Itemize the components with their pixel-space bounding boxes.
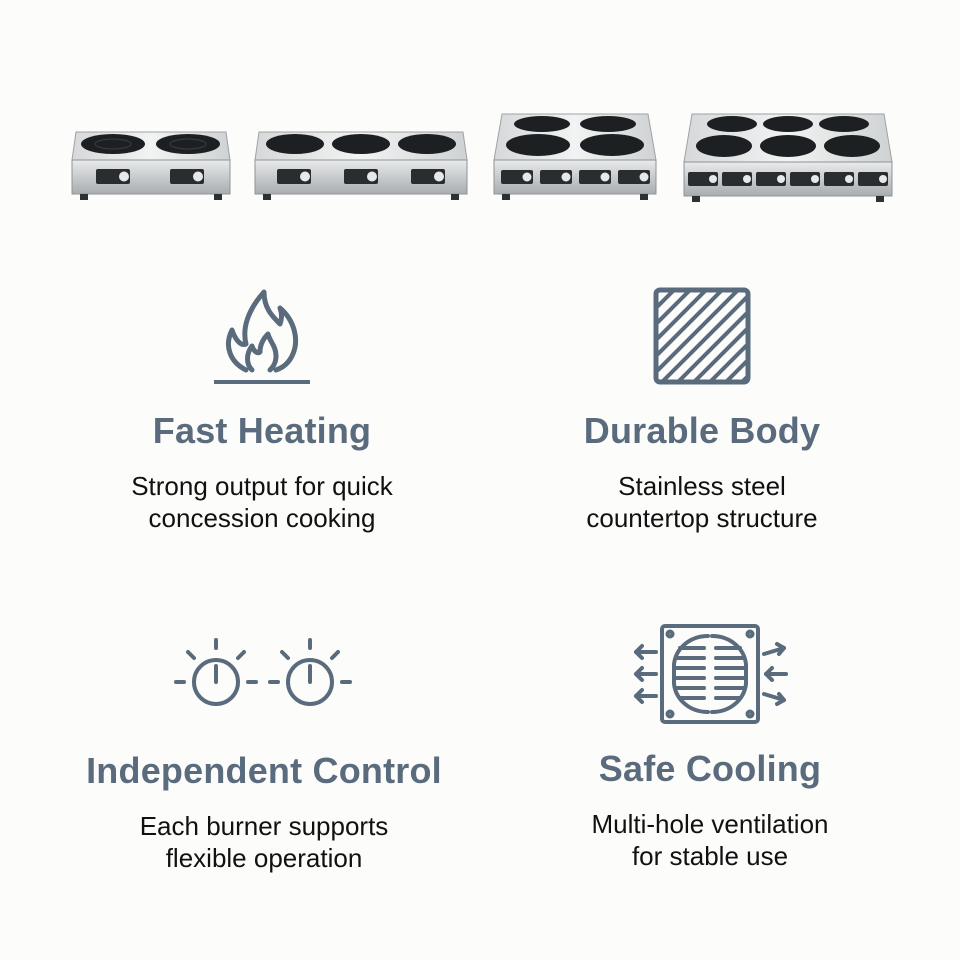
feature-title: Safe Cooling	[598, 748, 822, 789]
stainless-plate-icon	[653, 287, 751, 385]
feature-safe-cooling: Safe Cooling Multi-hole ventilation for …	[470, 622, 950, 872]
triple-burner-induction-cooker	[254, 131, 468, 200]
product-lineup	[0, 100, 960, 210]
feature-description-line: Each burner supports	[139, 811, 389, 841]
feature-independent-control: Independent Control Each burner supports…	[24, 636, 504, 874]
feature-durable-body: Durable Body Stainless steel countertop …	[462, 286, 942, 534]
feature-description-line: Multi-hole ventilation	[591, 809, 829, 839]
flame-icon	[214, 289, 310, 384]
feature-description: Each burner supports flexible operation	[24, 810, 504, 874]
double-burner-induction-cooker	[71, 131, 231, 200]
feature-title: Fast Heating	[152, 410, 372, 451]
feature-description-line: flexible operation	[165, 843, 363, 873]
vent-fan-icon	[634, 624, 788, 724]
feature-description-line: concession cooking	[148, 503, 376, 533]
feature-title: Independent Control	[86, 750, 442, 791]
four-burner-induction-cooker	[493, 113, 657, 200]
control-knobs-icon	[174, 638, 352, 706]
feature-description-line: for stable use	[631, 841, 789, 871]
feature-description-line: Stainless steel	[618, 471, 786, 501]
feature-fast-heating: Fast Heating Strong output for quick con…	[22, 284, 502, 534]
feature-description-line: Strong output for quick	[131, 471, 393, 501]
feature-title: Durable Body	[583, 410, 821, 451]
six-burner-induction-cooker	[683, 113, 893, 202]
feature-description: Strong output for quick concession cooki…	[22, 470, 502, 534]
feature-description-line: countertop structure	[586, 503, 818, 533]
feature-description: Multi-hole ventilation for stable use	[470, 808, 950, 872]
feature-description: Stainless steel countertop structure	[462, 470, 942, 534]
